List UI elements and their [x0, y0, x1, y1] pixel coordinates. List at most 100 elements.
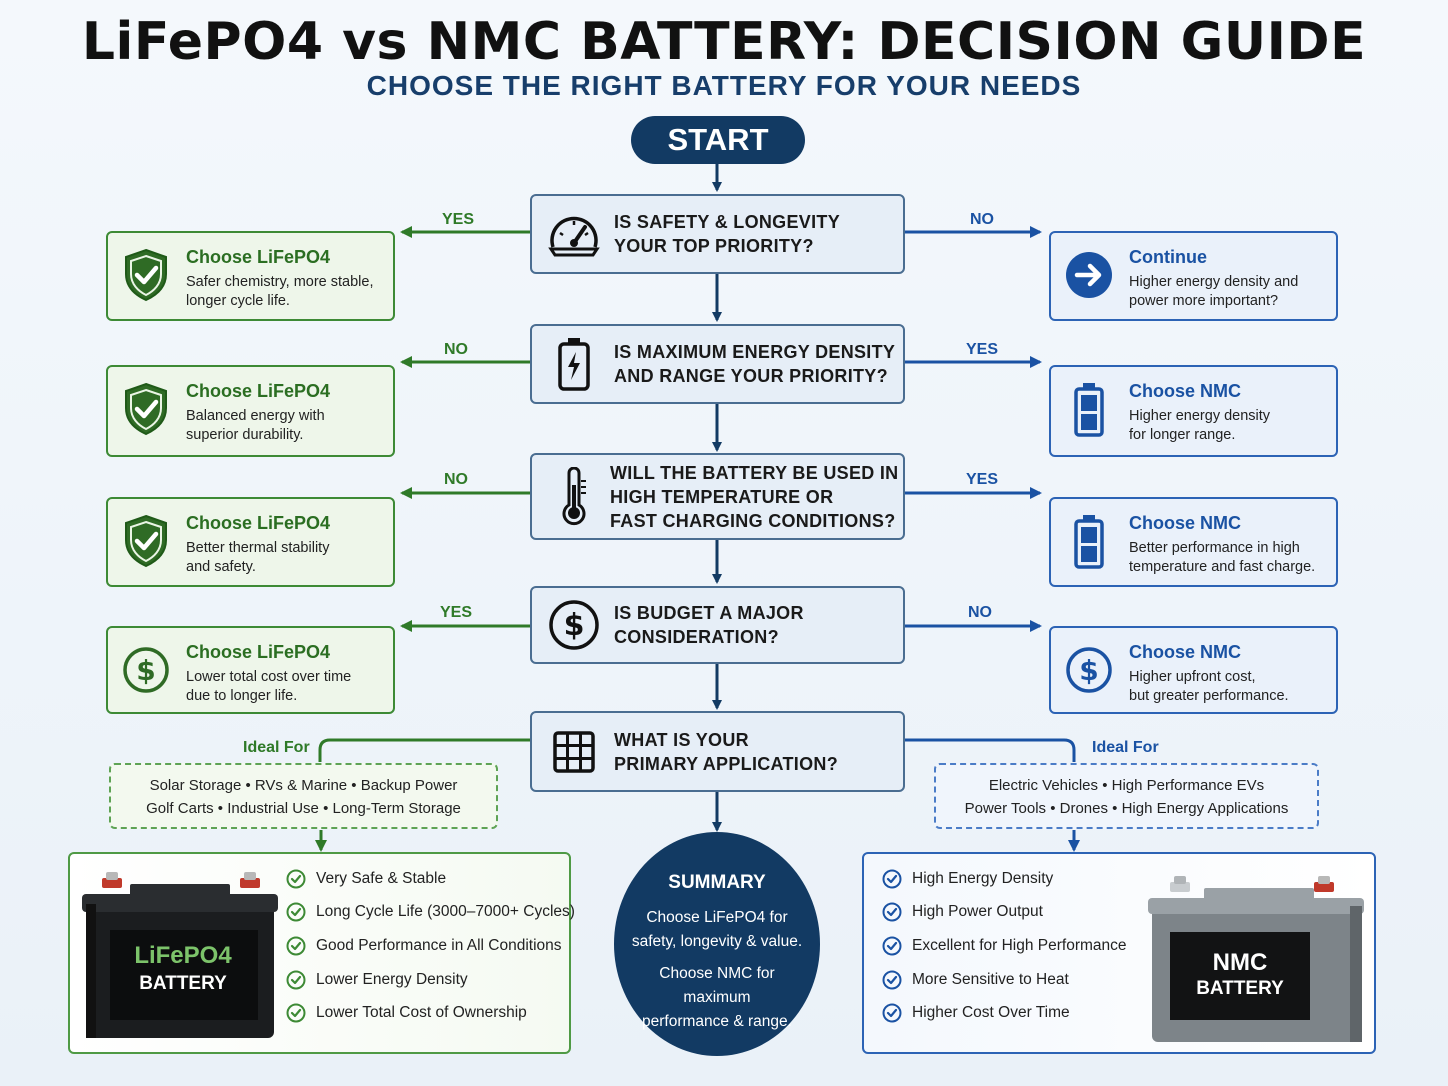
battery-icon [1065, 513, 1113, 569]
outcome-nmc-density: Choose NMC Higher energy density for lon… [1049, 365, 1338, 457]
branch-label-yes: YES [966, 471, 999, 488]
shield-check-icon [122, 247, 170, 303]
dollar-icon: $ [122, 642, 170, 698]
lifepo4-feature: Long Cycle Life (3000–7000+ Cycles) [286, 902, 575, 922]
check-circle-icon [286, 936, 306, 956]
outcome-title: Choose LiFePO4 [186, 381, 331, 401]
outcome-lifepo4-durability: Choose LiFePO4 Balanced energy with supe… [106, 365, 395, 457]
summary-line-nmc: Choose NMC for maximum performance & ran… [642, 965, 792, 1030]
outcome-lifepo4-safety: Choose LiFePO4 Safer chemistry, more sta… [106, 231, 395, 321]
page-title: LiFePO4 vs NMC BATTERY: DECISION GUIDE [81, 12, 1367, 72]
outcome-desc: Higher upfront cost, but greater perform… [1129, 669, 1289, 704]
lifepo4-feature: Lower Energy Density [286, 970, 468, 990]
question-text: IS SAFETY & LONGEVITY YOUR TOP PRIORITY? [614, 212, 840, 256]
summary-line-lifepo4: Choose LiFePO4 for safety, longevity & v… [631, 909, 803, 950]
nmc-feature: Excellent for High Performance [882, 936, 1127, 956]
outcome-title: Choose NMC [1129, 513, 1241, 533]
branch-label-yes: YES [440, 604, 473, 621]
check-circle-icon [882, 970, 902, 990]
ideal-for-line: Solar Storage • RVs & Marine • Backup Po… [149, 777, 458, 794]
outcome-desc: Lower total cost over time due to longer… [186, 669, 352, 704]
outcome-title: Choose LiFePO4 [186, 247, 331, 267]
check-circle-icon [286, 902, 306, 922]
feature-text: More Sensitive to Heat [912, 971, 1069, 988]
lifepo4-summary-panel: LiFePO4 BATTERY [68, 852, 571, 1054]
lifepo4-feature: Very Safe & Stable [286, 869, 446, 889]
outcome-desc: Higher energy density for longer range. [1129, 408, 1271, 443]
nmc-feature: High Power Output [882, 902, 1043, 922]
nmc-summary-panel: NMC BATTERY [862, 852, 1376, 1054]
check-circle-icon [286, 970, 306, 990]
outcome-desc: Better performance in high temperature a… [1129, 540, 1316, 575]
battery-chemistry-label: NMC [1212, 949, 1268, 976]
ideal-for-title-nmc: Ideal For [1092, 739, 1159, 756]
feature-text: High Power Output [912, 903, 1043, 920]
outcome-desc: Better thermal stability and safety. [186, 540, 330, 575]
question-application: WHAT IS YOUR PRIMARY APPLICATION? [530, 711, 905, 792]
summary-circle: SUMMARY Choose LiFePO4 for safety, longe… [614, 832, 820, 1056]
ideal-for-line: Power Tools • Drones • High Energy Appli… [964, 800, 1289, 817]
svg-text:$: $ [1079, 654, 1098, 687]
check-circle-icon [882, 1003, 902, 1023]
nmc-battery-image [1148, 876, 1364, 1042]
question-text: WILL THE BATTERY BE USED IN HIGH TEMPERA… [610, 462, 899, 531]
check-circle-icon [286, 1003, 306, 1023]
branch-label-yes: YES [966, 341, 999, 358]
feature-text: Very Safe & Stable [316, 870, 447, 887]
outcome-lifepo4-thermal: Choose LiFePO4 Better thermal stability … [106, 497, 395, 587]
gauge-icon [546, 206, 602, 262]
question-text: IS MAXIMUM ENERGY DENSITY AND RANGE YOUR… [614, 342, 896, 386]
lifepo4-battery-image [82, 872, 278, 1038]
nmc-feature: Higher Cost Over Time [882, 1003, 1070, 1023]
check-circle-icon [882, 936, 902, 956]
outcome-continue: Continue Higher energy density and power… [1049, 231, 1338, 321]
question-text: WHAT IS YOUR PRIMARY APPLICATION? [614, 729, 839, 774]
check-circle-icon [286, 869, 306, 889]
ideal-for-title-lifepo4: Ideal For [243, 739, 310, 756]
nmc-feature: More Sensitive to Heat [882, 970, 1069, 990]
svg-text:$: $ [564, 608, 585, 643]
outcome-lifepo4-cost: $ Choose LiFePO4 Lower total cost over t… [106, 626, 395, 714]
nmc-feature: High Energy Density [882, 869, 1053, 889]
outcome-nmc-temperature: Choose NMC Better performance in high te… [1049, 497, 1338, 587]
feature-text: Good Performance in All Conditions [316, 937, 562, 954]
dollar-icon: $ [546, 597, 602, 653]
question-energy-density: IS MAXIMUM ENERGY DENSITY AND RANGE YOUR… [530, 324, 905, 404]
dollar-icon: $ [1065, 642, 1113, 698]
branch-label-no: NO [970, 211, 994, 228]
outcome-desc: Higher energy density and power more imp… [1129, 274, 1299, 309]
outcome-desc: Safer chemistry, more stable, longer cyc… [186, 274, 374, 309]
thermometer-icon [546, 466, 602, 525]
ideal-for-nmc: Electric Vehicles • High Performance EVs… [934, 763, 1319, 829]
nmc-battery-label: NMC BATTERY [1180, 950, 1300, 1002]
lifepo4-feature: Good Performance in All Conditions [286, 936, 562, 956]
arrow-right-icon [1065, 247, 1113, 303]
ideal-for-line: Electric Vehicles • High Performance EVs [988, 777, 1265, 794]
svg-text:$: $ [136, 654, 155, 687]
lifepo4-battery-label: LiFePO4 BATTERY [125, 942, 241, 998]
question-text: IS BUDGET A MAJOR CONSIDERATION? [614, 603, 804, 647]
check-circle-icon [882, 902, 902, 922]
feature-text: Lower Total Cost of Ownership [316, 1004, 527, 1021]
feature-text: Higher Cost Over Time [912, 1004, 1070, 1021]
summary-title: SUMMARY [668, 872, 766, 893]
branch-label-no: NO [444, 341, 468, 358]
branch-label-no: NO [444, 471, 468, 488]
shield-check-icon [122, 513, 170, 569]
outcome-title: Choose LiFePO4 [186, 642, 331, 662]
battery-chemistry-label: LiFePO4 [134, 942, 232, 969]
feature-text: High Energy Density [912, 870, 1054, 887]
outcome-title: Continue [1129, 247, 1207, 267]
branch-label-no: NO [968, 604, 992, 621]
outcome-title: Choose NMC [1129, 642, 1241, 662]
page-subtitle: CHOOSE THE RIGHT BATTERY FOR YOUR NEEDS [366, 70, 1082, 101]
ideal-for-lifepo4: Solar Storage • RVs & Marine • Backup Po… [109, 763, 498, 829]
battery-icon [1065, 381, 1113, 437]
outcome-title: Choose LiFePO4 [186, 513, 331, 533]
battery-word-label: BATTERY [139, 973, 227, 994]
lifepo4-feature: Lower Total Cost of Ownership [286, 1003, 527, 1023]
question-temperature: WILL THE BATTERY BE USED IN HIGH TEMPERA… [530, 453, 905, 540]
outcome-title: Choose NMC [1129, 381, 1241, 401]
start-node: START [631, 116, 805, 164]
outcome-desc: Balanced energy with superior durability… [186, 408, 325, 443]
